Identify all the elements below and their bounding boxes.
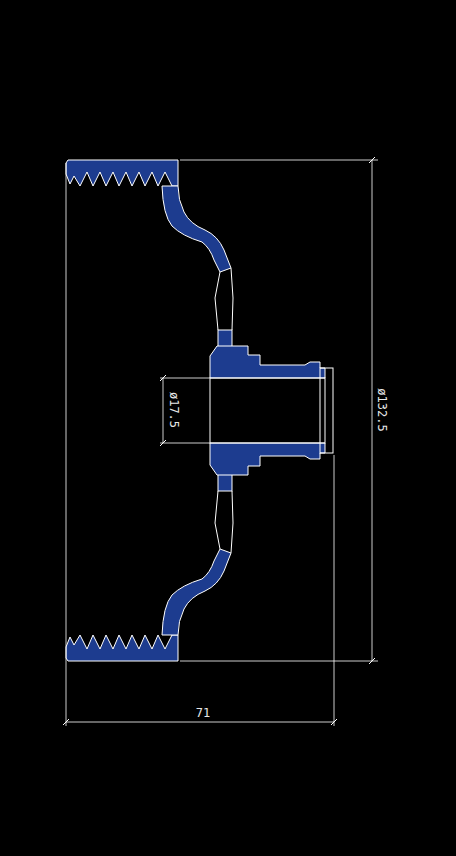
bore-outline xyxy=(210,378,325,443)
dimension-line xyxy=(163,378,164,443)
dimension-line xyxy=(66,722,334,723)
dimension-tick xyxy=(160,375,166,446)
extension-line xyxy=(66,163,67,726)
extension-line xyxy=(334,455,335,726)
dimension-line xyxy=(372,160,373,661)
end-cap xyxy=(320,368,333,453)
dimension-text: 71 xyxy=(194,706,212,720)
dimension-text: ø17.5 xyxy=(167,390,181,430)
dimension-text: ø132.5 xyxy=(375,386,389,433)
